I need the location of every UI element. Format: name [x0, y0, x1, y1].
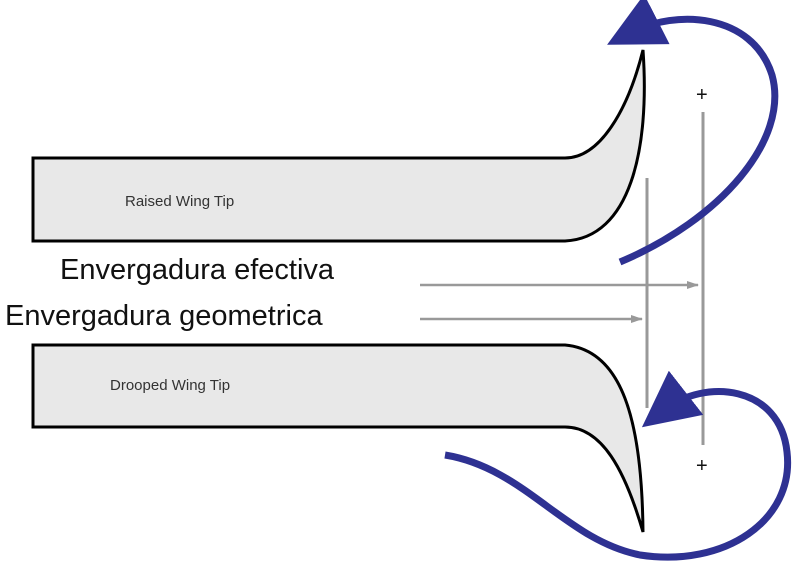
raised-wing-shape: [31, 49, 646, 243]
drooped-wing-tip-label: Drooped Wing Tip: [110, 377, 231, 394]
geometric-span-label: Envergadura geometrica: [5, 300, 323, 332]
effective-span-label: Envergadura efectiva: [60, 254, 335, 286]
drooped-wing-shape: [31, 343, 645, 533]
raised-wing-tip-label: Raised Wing Tip: [125, 193, 235, 210]
bottom-vortex-arrow: [444, 370, 792, 561]
plus-sign-top: +: [696, 84, 708, 106]
plus-sign-bottom: +: [696, 455, 708, 477]
top-vortex-arrow: [607, 0, 779, 266]
